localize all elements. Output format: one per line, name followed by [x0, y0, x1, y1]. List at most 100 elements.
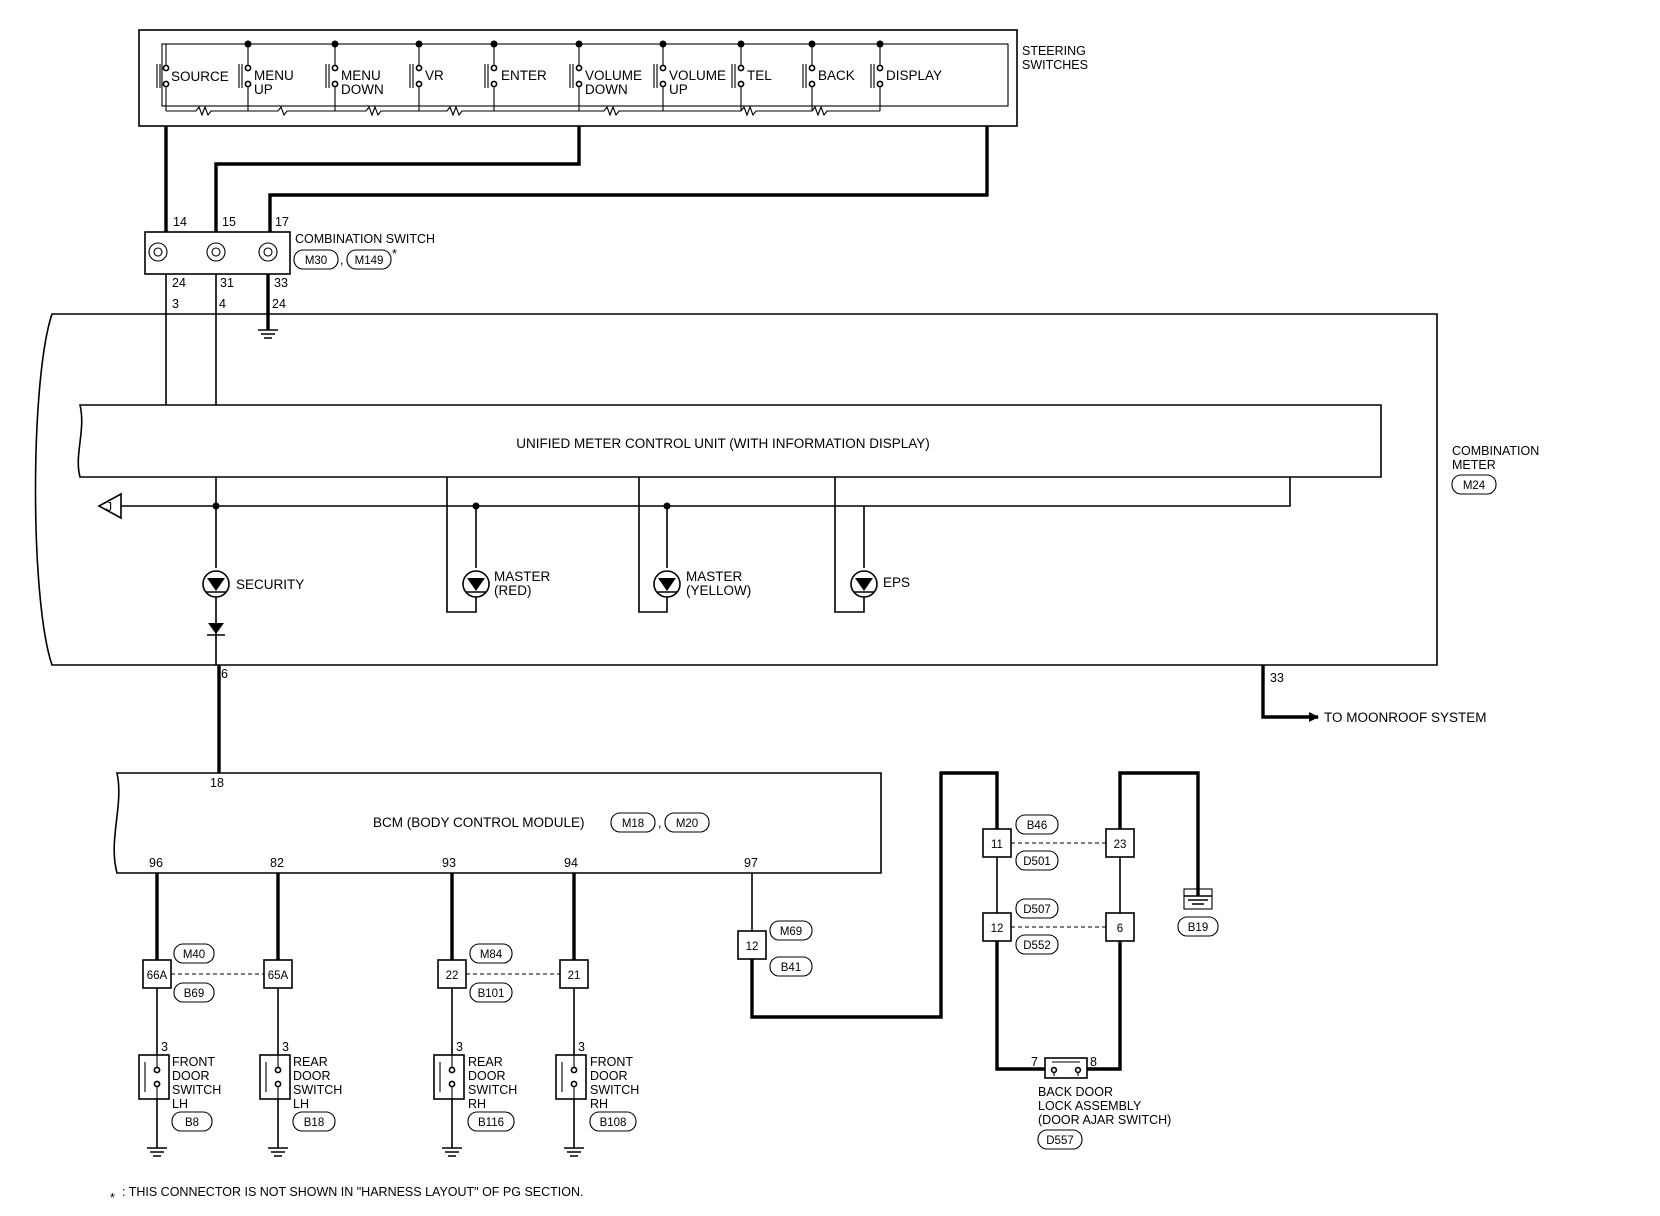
door-switch-text: SWITCH [590, 1083, 639, 1097]
resistor-ladder [166, 105, 880, 117]
lamp-label-master: MASTER [494, 569, 551, 584]
joint-pin-12: 12 [991, 923, 1004, 935]
meter-pin-33: 33 [1270, 671, 1284, 685]
diode-icon [207, 623, 225, 636]
lock-label-3: (DOOR AJAR SWITCH) [1038, 1113, 1171, 1127]
door-switch-text: SWITCH [172, 1083, 221, 1097]
joint-connector-m84-b101: 22 21 M84 B101 [437, 943, 589, 1003]
switch-label-volume: VOLUME [585, 68, 642, 83]
combo-pin-17: 17 [275, 215, 289, 229]
bcm-name: BCM (BODY CONTROL MODULE) [373, 815, 585, 830]
switch-volume-up: VOLUME UP [653, 44, 726, 111]
combination-switch-box [144, 231, 291, 275]
door-switch-text: REAR [293, 1055, 328, 1069]
connector-m149: M149 [355, 255, 384, 267]
combo-pin-31: 31 [220, 276, 234, 290]
connector-tag-m20 [664, 812, 710, 833]
bcm: 18 BCM (BODY CONTROL MODULE) M18 , M20 9… [113, 772, 882, 874]
ground-icon [258, 329, 278, 339]
combination-meter-title-2: METER [1452, 458, 1496, 472]
connector-d501: D501 [1023, 856, 1051, 868]
connector-tag-m30 [293, 249, 339, 270]
wire-17 [268, 126, 989, 232]
door-switch-text: LH [172, 1097, 188, 1111]
joint-pin-66a: 66A [147, 970, 168, 982]
combo-pin-15: 15 [222, 215, 236, 229]
door-switch-text: LH [293, 1097, 309, 1111]
combination-meter-box [34, 313, 1438, 666]
joint-pin-6: 6 [1117, 923, 1123, 935]
switch-enter: ENTER [484, 44, 547, 111]
connector-tag-m149 [346, 249, 392, 270]
door-switch-text: DOOR [468, 1069, 506, 1083]
switch-label-back: BACK [818, 68, 855, 83]
door-switch-text: DOOR [293, 1069, 331, 1083]
combination-meter-title-1: COMBINATION [1452, 444, 1539, 458]
door-switch-text: DOOR [590, 1069, 628, 1083]
combo-connector-separator: , [340, 253, 343, 267]
connector-b18: B18 [304, 1117, 324, 1129]
switch-label-enter: ENTER [501, 68, 547, 83]
door-switch-pin: 3 [161, 1040, 168, 1054]
lamp-label-red: (RED) [494, 583, 532, 598]
lock-label-1: BACK DOOR [1038, 1085, 1113, 1099]
steering-switches-inner-box [161, 43, 1009, 107]
ground-icon [442, 1099, 462, 1157]
joint-12-m69 [737, 930, 767, 960]
meter-pin-24: 24 [272, 297, 286, 311]
wire-97-to-back-door [750, 771, 999, 1019]
lamp-eps: EPS [834, 477, 910, 613]
switch-label-menu: MENU [341, 68, 381, 83]
bcm-pin-93: 93 [442, 856, 456, 870]
lamp-label-eps: EPS [883, 575, 910, 590]
switch-label-volume: VOLUME [669, 68, 726, 83]
switch-label-down: DOWN [585, 82, 628, 97]
wire-23-to-ground [1118, 771, 1200, 896]
j-terminal-arrow [97, 492, 122, 520]
combo-pin-33: 33 [274, 276, 288, 290]
bcm-pin-96: 96 [149, 856, 163, 870]
steering-switches-title-1: STEERING [1022, 44, 1086, 58]
ground-icon [564, 1099, 584, 1157]
switch-label-vr: VR [425, 68, 444, 83]
lock-pin-7: 7 [1031, 1055, 1038, 1069]
combo-contacts [148, 242, 278, 262]
switch-label-up: UP [254, 82, 273, 97]
connector-m69: M69 [780, 926, 802, 938]
connector-b8: B8 [185, 1117, 199, 1129]
switch-display: DISPLAY [870, 44, 942, 111]
joint-pin-65a: 65A [268, 970, 289, 982]
door-ajar-switch-icon [1044, 1057, 1088, 1079]
connector-b101: B101 [478, 988, 505, 1000]
door-switch-text: RH [468, 1097, 486, 1111]
front-door-switch-rh: 3 FRONT DOOR SWITCH RH B108 [555, 1040, 639, 1157]
switch-volume-down: VOLUME DOWN [569, 44, 642, 111]
joint-97-pin: 12 [746, 941, 759, 953]
lock-label-2: LOCK ASSEMBLY [1038, 1099, 1142, 1113]
switch-label-source: SOURCE [171, 69, 229, 84]
door-switch-text: SWITCH [468, 1083, 517, 1097]
ground-icon [147, 1099, 167, 1157]
rear-door-switch-rh: 3 REAR DOOR SWITCH RH B116 [433, 1040, 517, 1157]
switch-source: SOURCE [156, 44, 229, 111]
bcm-pin-18: 18 [210, 776, 224, 790]
front-door-switch-lh: 3 FRONT DOOR SWITCH LH B8 [138, 1040, 221, 1157]
connector-m24: M24 [1463, 480, 1486, 492]
j-label: J [106, 500, 112, 514]
steering-switches: STEERING SWITCHES SOURCE MENU UP [138, 29, 1088, 127]
combination-meter: 3 4 24 COMBINATION METER M24 UNIFIED MET… [34, 297, 1539, 685]
connector-tag-m24 [1451, 474, 1497, 495]
connector-b19: B19 [1188, 922, 1208, 934]
door-switch-text: SWITCH [293, 1083, 342, 1097]
ground-icon [1184, 895, 1212, 905]
door-switch-wires [155, 873, 576, 1055]
connector-b41: B41 [781, 962, 801, 974]
door-switch-pin: 3 [578, 1040, 585, 1054]
bcm-box [113, 772, 882, 874]
asterisk-mark: * [392, 247, 397, 261]
connector-m20: M20 [676, 818, 698, 830]
connector-m84: M84 [480, 949, 503, 961]
door-switch-text: DOOR [172, 1069, 210, 1083]
ground-icon [268, 1099, 288, 1157]
meter-pin-4: 4 [219, 297, 226, 311]
